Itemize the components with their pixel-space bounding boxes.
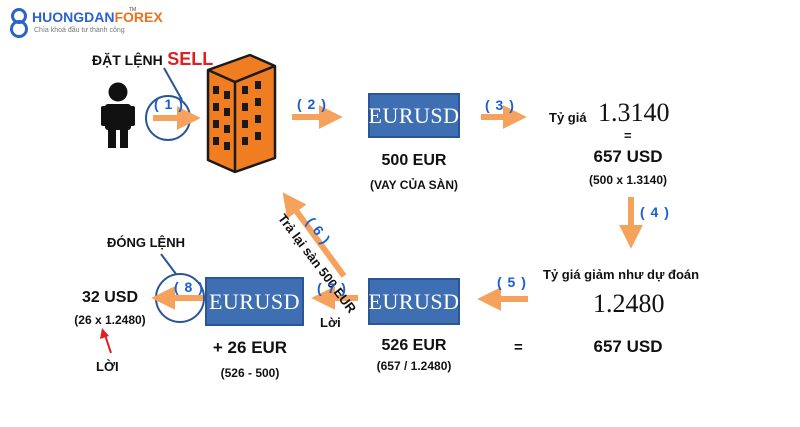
- gain-calc: (526 - 500): [220, 366, 280, 380]
- sell-word: SELL: [167, 49, 214, 69]
- borrowed-amount: 500 EUR: [381, 152, 447, 169]
- step8-number: ( 8 ): [174, 279, 204, 295]
- final-profit-label: LỜI: [96, 359, 119, 374]
- usd-calc-1: (500 x 1.3140): [588, 173, 668, 187]
- profit-label: Lời: [320, 315, 341, 330]
- logo-brand-suffix: FOREX: [114, 9, 163, 25]
- converted-calc: (657 / 1.2480): [376, 359, 452, 373]
- usd-value-3: 32 USD: [81, 289, 139, 306]
- rate-drop-label: Tỷ giá giảm như dự đoán: [543, 267, 700, 282]
- equals-2: =: [514, 339, 523, 356]
- sell-pointer-line: [163, 67, 183, 101]
- gain-amount: + 26 EUR: [212, 338, 288, 357]
- eurusd-box-2: EURUSD: [368, 278, 460, 325]
- step5-number: ( 5 ): [497, 274, 527, 290]
- sell-order-label: ĐẶT LỆNH SELL: [92, 49, 213, 70]
- equals-1: =: [624, 128, 632, 143]
- trader-person-icon: [101, 82, 135, 148]
- step7-number: ( 7 ): [317, 280, 347, 296]
- logo-brand: HUONGDANFOREX: [32, 9, 163, 25]
- rate-value-1: 1.3140: [598, 98, 670, 127]
- logo-brand-prefix: HUONGDAN: [32, 9, 115, 25]
- usd-value-2: 657 USD: [593, 337, 663, 356]
- sell-order-prefix: ĐẶT LỆNH: [92, 52, 163, 68]
- logo-mark-icon: [10, 8, 28, 38]
- rate-label-1: Tỷ giá: [549, 110, 587, 125]
- close-pointer-line: [160, 253, 177, 275]
- converted-amount: 526 EUR: [381, 337, 447, 354]
- broker-building-icon: [206, 53, 277, 174]
- step2-number: ( 2 ): [297, 96, 327, 112]
- logo: HUONGDANFOREX TM Chìa khoá đầu tư thành …: [8, 6, 163, 40]
- logo-tagline: Chìa khoá đầu tư thành công: [34, 27, 125, 34]
- step1-number: ( 1 ): [154, 96, 184, 112]
- logo-trademark: TM: [129, 7, 137, 13]
- profit-red-arrow: [100, 328, 112, 354]
- close-order-label: ĐÓNG LỆNH: [107, 235, 185, 250]
- eurusd-box-1: EURUSD: [368, 93, 460, 138]
- step6-arrow: [282, 192, 347, 278]
- step3-number: ( 3 ): [485, 97, 515, 113]
- borrow-note: (VAY CỦA SÀN): [369, 178, 458, 192]
- eurusd-box-3: EURUSD: [205, 277, 304, 326]
- usd-calc-3: (26 x 1.2480): [74, 313, 146, 327]
- step4-number: ( 4 ): [640, 204, 670, 220]
- rate-value-2: 1.2480: [593, 289, 665, 318]
- usd-value-1: 657 USD: [593, 147, 663, 166]
